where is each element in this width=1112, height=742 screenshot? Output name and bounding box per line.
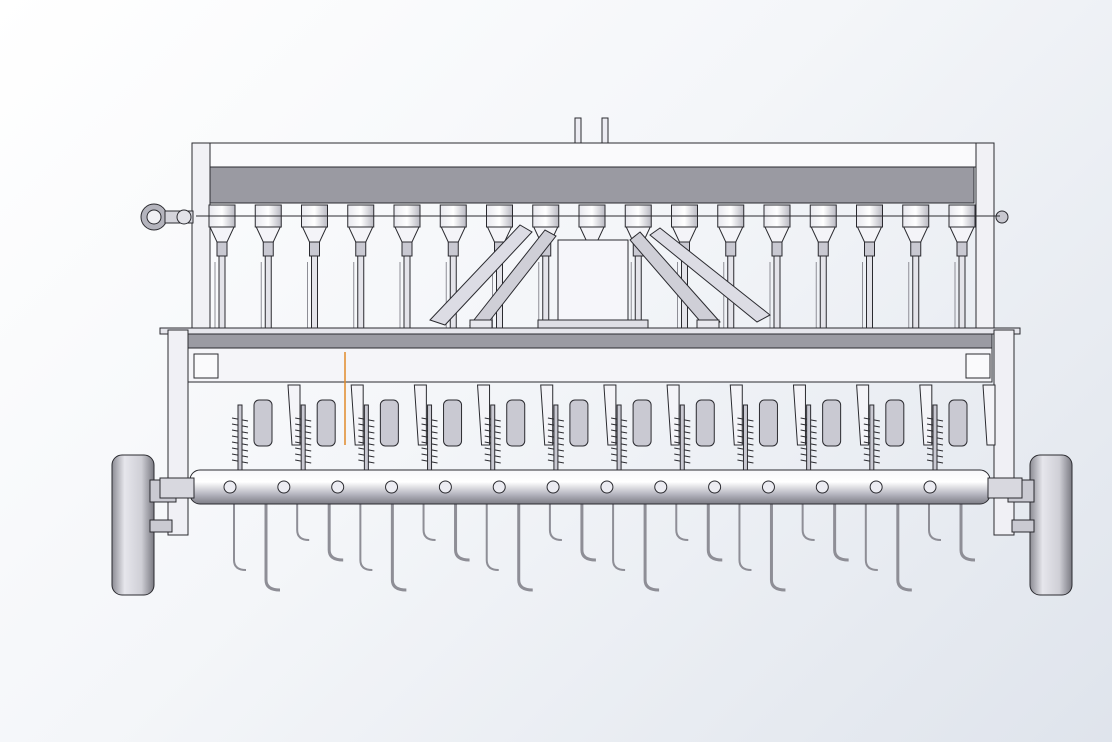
furrow-opener <box>610 384 680 592</box>
shaft-clamp <box>223 480 237 494</box>
shaft-clamp <box>492 480 506 494</box>
right-wheel <box>1007 454 1073 596</box>
metering-unit <box>439 204 467 329</box>
furrow-opener <box>926 384 996 562</box>
main-frame <box>159 327 1021 536</box>
metering-unit <box>902 204 930 329</box>
shaft-clamp <box>815 480 829 494</box>
left-wheel <box>111 454 177 596</box>
cross-shaft <box>159 469 1023 505</box>
central-frame-bracket <box>429 224 771 345</box>
shaft-clamp <box>869 480 883 494</box>
shaft-clamp <box>331 480 345 494</box>
shaft-clamp <box>761 480 775 494</box>
metering-unit <box>809 204 837 329</box>
shaft-clamps <box>223 480 937 494</box>
metering-unit <box>624 204 652 329</box>
metering-unit <box>717 204 745 329</box>
metering-unit <box>208 204 236 329</box>
shaft-clamp <box>438 480 452 494</box>
metering-unit <box>393 204 421 329</box>
metering-unit <box>948 204 976 329</box>
shaft-clamp <box>654 480 668 494</box>
metering-unit <box>301 204 328 329</box>
shaft-end-cap <box>995 210 1009 224</box>
furrow-opener <box>863 384 933 592</box>
shaft-clamp <box>546 480 560 494</box>
furrow-openers <box>231 384 996 592</box>
shaft-clamp <box>923 480 937 494</box>
shaft-clamp <box>277 480 291 494</box>
shaft-clamp <box>708 480 722 494</box>
metering-unit <box>763 204 791 329</box>
furrow-opener <box>484 384 554 592</box>
metering-unit <box>347 204 375 329</box>
metering-unit <box>254 204 282 329</box>
seed-hopper <box>191 117 995 329</box>
metering-unit <box>532 204 560 329</box>
shaft-clamp <box>385 480 399 494</box>
metering-unit <box>856 204 883 329</box>
furrow-opener <box>737 384 806 592</box>
drive-sprocket <box>140 203 194 231</box>
shaft-clamp <box>600 480 614 494</box>
